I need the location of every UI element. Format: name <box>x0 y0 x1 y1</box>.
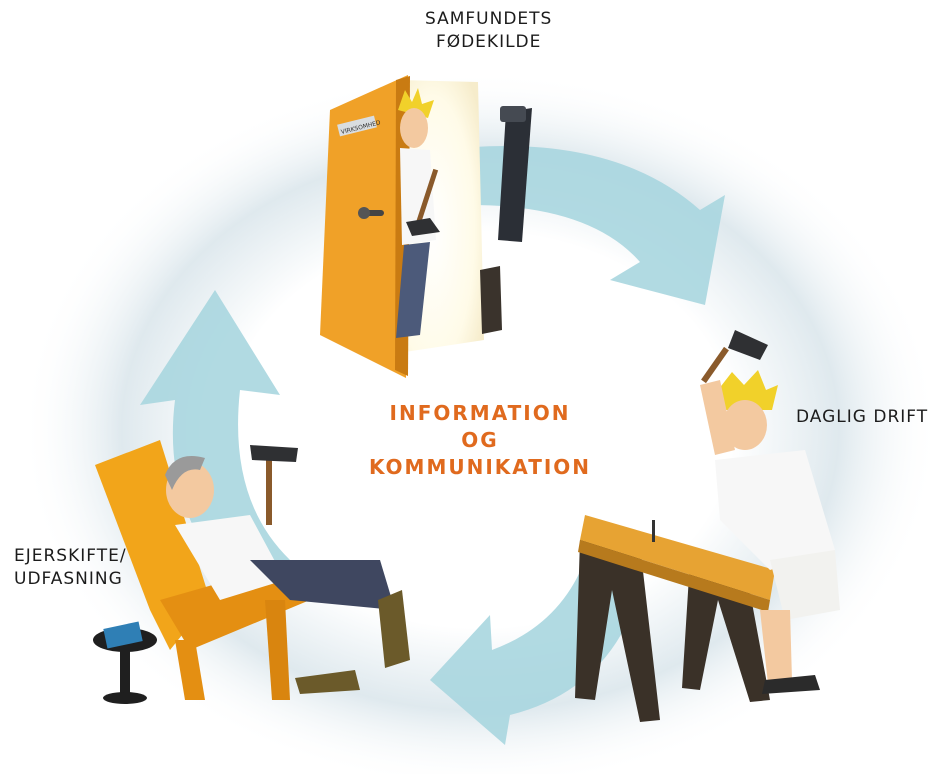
worker-hammer-head <box>728 330 768 360</box>
worker-hammer-handle <box>701 346 729 384</box>
saw-handle <box>500 106 526 122</box>
worker-leg <box>760 610 792 684</box>
label-ejerskifte-udfasning: EJERSKIFTE/ UDFASNING <box>14 545 127 591</box>
oldman-slipper-left <box>295 670 360 694</box>
man-face <box>400 108 428 148</box>
chair-leg-front <box>175 640 205 700</box>
side-table-base <box>103 692 147 704</box>
worker-arm <box>700 380 735 455</box>
magazine <box>103 621 143 649</box>
oldman-hammer-head <box>250 445 298 462</box>
side-table-stem <box>120 648 130 696</box>
hammer-head <box>406 218 440 236</box>
center-line2: OG <box>461 428 499 452</box>
label-top-line1: SAMFUNDETS <box>425 9 553 29</box>
worker-shorts <box>770 550 840 620</box>
door-scene: VIRKSOMHED <box>320 75 532 378</box>
wood-plank-edge <box>578 540 770 612</box>
tool-holder <box>480 266 502 334</box>
label-daglig-drift: DAGLIG DRIFT <box>796 406 928 429</box>
door-sign <box>337 115 377 137</box>
worker-hair <box>718 370 778 410</box>
center-line3: KOMMUNIKATION <box>368 455 592 479</box>
label-samfundets-fodekilde: SAMFUNDETS FØDEKILDE <box>425 8 552 54</box>
armchair-scene <box>93 440 410 704</box>
nail <box>652 520 655 542</box>
oldman-hammer-handle <box>266 455 272 525</box>
door-knob <box>358 207 370 219</box>
oldman-pants <box>250 560 395 610</box>
oldman-shirt <box>175 515 285 600</box>
label-top-line2: FØDEKILDE <box>435 32 542 52</box>
oldman-hair <box>165 456 205 490</box>
worker-shirt <box>715 450 835 570</box>
worker-shoe <box>762 675 820 694</box>
label-left-line1: EJERSKIFTE/ <box>14 546 127 566</box>
man-legs <box>396 242 430 338</box>
oldman-slipper-right <box>378 590 410 668</box>
worker-face <box>723 400 767 450</box>
sawhorse-left <box>575 540 660 722</box>
center-title: INFORMATION OG KOMMUNIKATION <box>330 400 630 481</box>
workbench-scene <box>575 330 840 722</box>
door <box>320 75 408 378</box>
hammer-handle <box>414 168 439 228</box>
chair-leg-back <box>265 600 290 700</box>
label-right: DAGLIG DRIFT <box>796 407 929 427</box>
center-line1: INFORMATION <box>389 401 571 425</box>
label-left-line2: UDFASNING <box>14 569 123 589</box>
saw <box>498 108 532 242</box>
wood-plank <box>580 515 775 600</box>
man-hair <box>398 88 434 118</box>
